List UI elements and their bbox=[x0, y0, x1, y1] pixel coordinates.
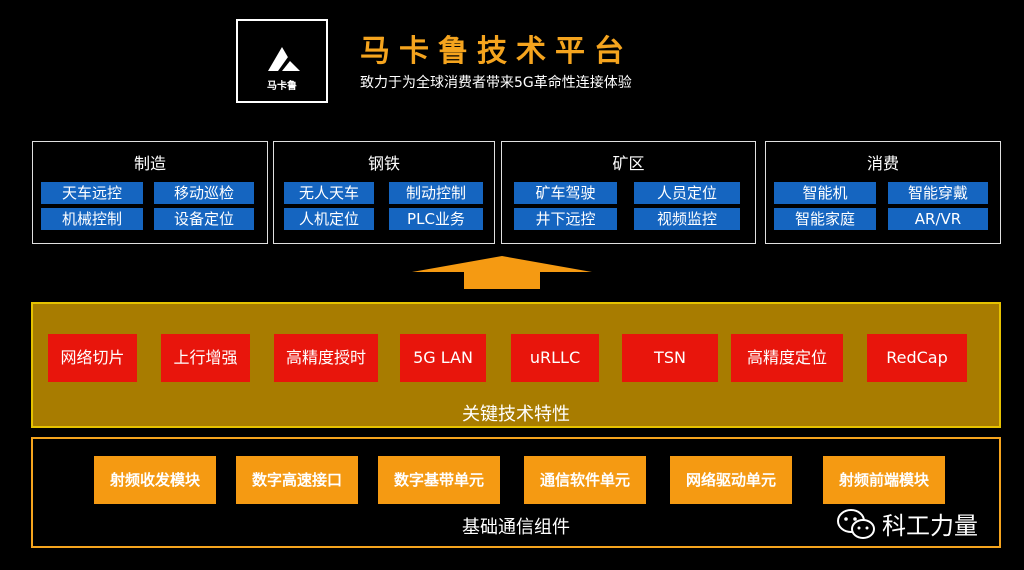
scenario-tag: 智能机 bbox=[774, 182, 876, 204]
scenario-tag: 视频监控 bbox=[634, 208, 740, 230]
feature-item: uRLLC bbox=[511, 334, 599, 382]
logo-text: 马卡鲁 bbox=[267, 81, 297, 92]
scenario-tag: 制动控制 bbox=[389, 182, 483, 204]
component-item: 通信软件单元 bbox=[524, 456, 646, 504]
up-arrow-icon bbox=[412, 256, 592, 289]
scenario-tag: 无人天车 bbox=[284, 182, 374, 204]
component-item: 网络驱动单元 bbox=[670, 456, 792, 504]
scenario-tag: PLC业务 bbox=[389, 208, 483, 230]
scenario-tag: 智能穿戴 bbox=[888, 182, 988, 204]
feature-item: TSN bbox=[622, 334, 718, 382]
key-features-label: 关键技术特性 bbox=[462, 404, 570, 425]
scenario-tag: 人员定位 bbox=[634, 182, 740, 204]
scenario-tag: 机械控制 bbox=[41, 208, 143, 230]
scenario-mining: 矿区 矿车驾驶 人员定位 井下远控 视频监控 bbox=[501, 141, 756, 244]
scenario-tag: 天车远控 bbox=[41, 182, 143, 204]
feature-item: 5G LAN bbox=[400, 334, 486, 382]
scenario-tag: 人机定位 bbox=[284, 208, 374, 230]
scenario-consumer: 消费 智能机 智能穿戴 智能家庭 AR/VR bbox=[765, 141, 1001, 244]
scenario-steel: 钢铁 无人天车 制动控制 人机定位 PLC业务 bbox=[273, 141, 495, 244]
component-item: 数字基带单元 bbox=[378, 456, 500, 504]
feature-item: 高精度授时 bbox=[274, 334, 378, 382]
scenario-title: 矿区 bbox=[612, 154, 645, 173]
key-features-panel: 网络切片 上行增强 高精度授时 5G LAN uRLLC TSN 高精度定位 R… bbox=[31, 302, 1001, 428]
watermark: 科工力量 bbox=[836, 506, 978, 541]
scenario-tag: 智能家庭 bbox=[774, 208, 876, 230]
feature-item: 上行增强 bbox=[161, 334, 250, 382]
scenario-tag: 移动巡检 bbox=[154, 182, 254, 204]
base-components-panel: 射频收发模块 数字高速接口 数字基带单元 通信软件单元 网络驱动单元 射频前端模… bbox=[31, 437, 1001, 548]
watermark-text: 科工力量 bbox=[882, 512, 978, 540]
scenario-tag: 设备定位 bbox=[154, 208, 254, 230]
component-item: 射频前端模块 bbox=[823, 456, 945, 504]
logo: 马卡鲁 bbox=[236, 19, 328, 103]
scenario-title: 钢铁 bbox=[367, 154, 400, 173]
base-components-label: 基础通信组件 bbox=[462, 517, 570, 538]
component-item: 数字高速接口 bbox=[236, 456, 358, 504]
scenario-manufacturing: 制造 天车远控 移动巡检 机械控制 设备定位 bbox=[32, 141, 268, 244]
page-title: 马卡鲁技术平台 bbox=[360, 34, 633, 69]
feature-item: RedCap bbox=[867, 334, 967, 382]
scenario-title: 制造 bbox=[133, 154, 166, 173]
feature-item: 高精度定位 bbox=[731, 334, 843, 382]
feature-item: 网络切片 bbox=[48, 334, 137, 382]
wechat-icon bbox=[837, 508, 875, 539]
scenario-title: 消费 bbox=[866, 154, 899, 173]
mountain-logo-icon bbox=[242, 25, 322, 97]
scenario-tag: AR/VR bbox=[888, 208, 988, 230]
component-item: 射频收发模块 bbox=[94, 456, 216, 504]
scenario-tag: 矿车驾驶 bbox=[514, 182, 617, 204]
scenario-tag: 井下远控 bbox=[514, 208, 617, 230]
page-subtitle: 致力于为全球消费者带来5G革命性连接体验 bbox=[360, 75, 632, 91]
